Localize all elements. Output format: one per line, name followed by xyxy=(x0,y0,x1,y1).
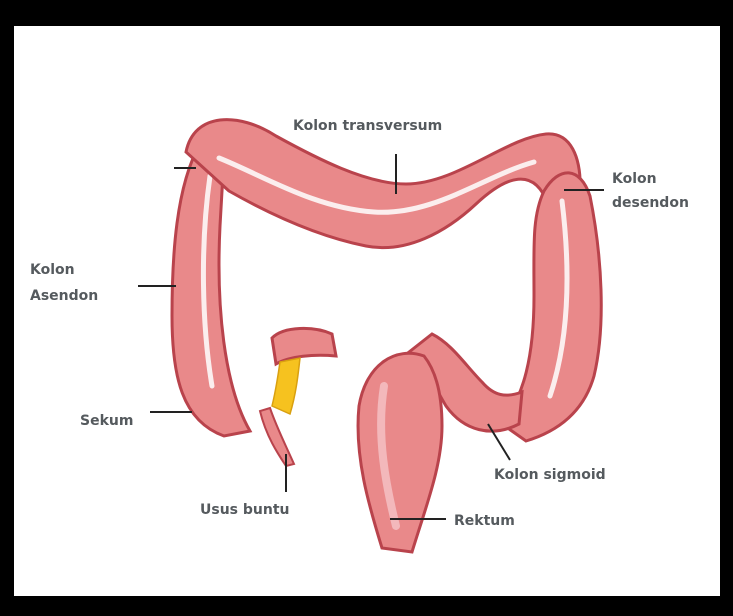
rectum xyxy=(358,353,442,552)
label-kolon-sigmoid: Kolon sigmoid xyxy=(494,465,606,486)
appendix-fat xyxy=(272,358,300,414)
label-rektum: Rektum xyxy=(454,511,515,532)
label-kolon-transversum: Kolon transversum xyxy=(293,116,442,137)
appendix xyxy=(260,408,294,466)
label-kolon-desendon-line1: Kolon xyxy=(612,169,657,190)
label-sekum: Sekum xyxy=(80,411,133,432)
transverse-colon xyxy=(186,120,580,248)
ileum-stub xyxy=(272,328,336,364)
label-usus-buntu: Usus buntu xyxy=(200,500,290,521)
diagram-canvas: Kolon transversum Kolon desendon Kolon A… xyxy=(14,26,720,596)
label-kolon-desendon-line2: desendon xyxy=(612,193,689,214)
large-intestine-illustration xyxy=(14,26,720,596)
label-kolon-asendon-line2: Asendon xyxy=(30,286,98,307)
label-kolon-asendon-line1: Kolon xyxy=(30,260,75,281)
